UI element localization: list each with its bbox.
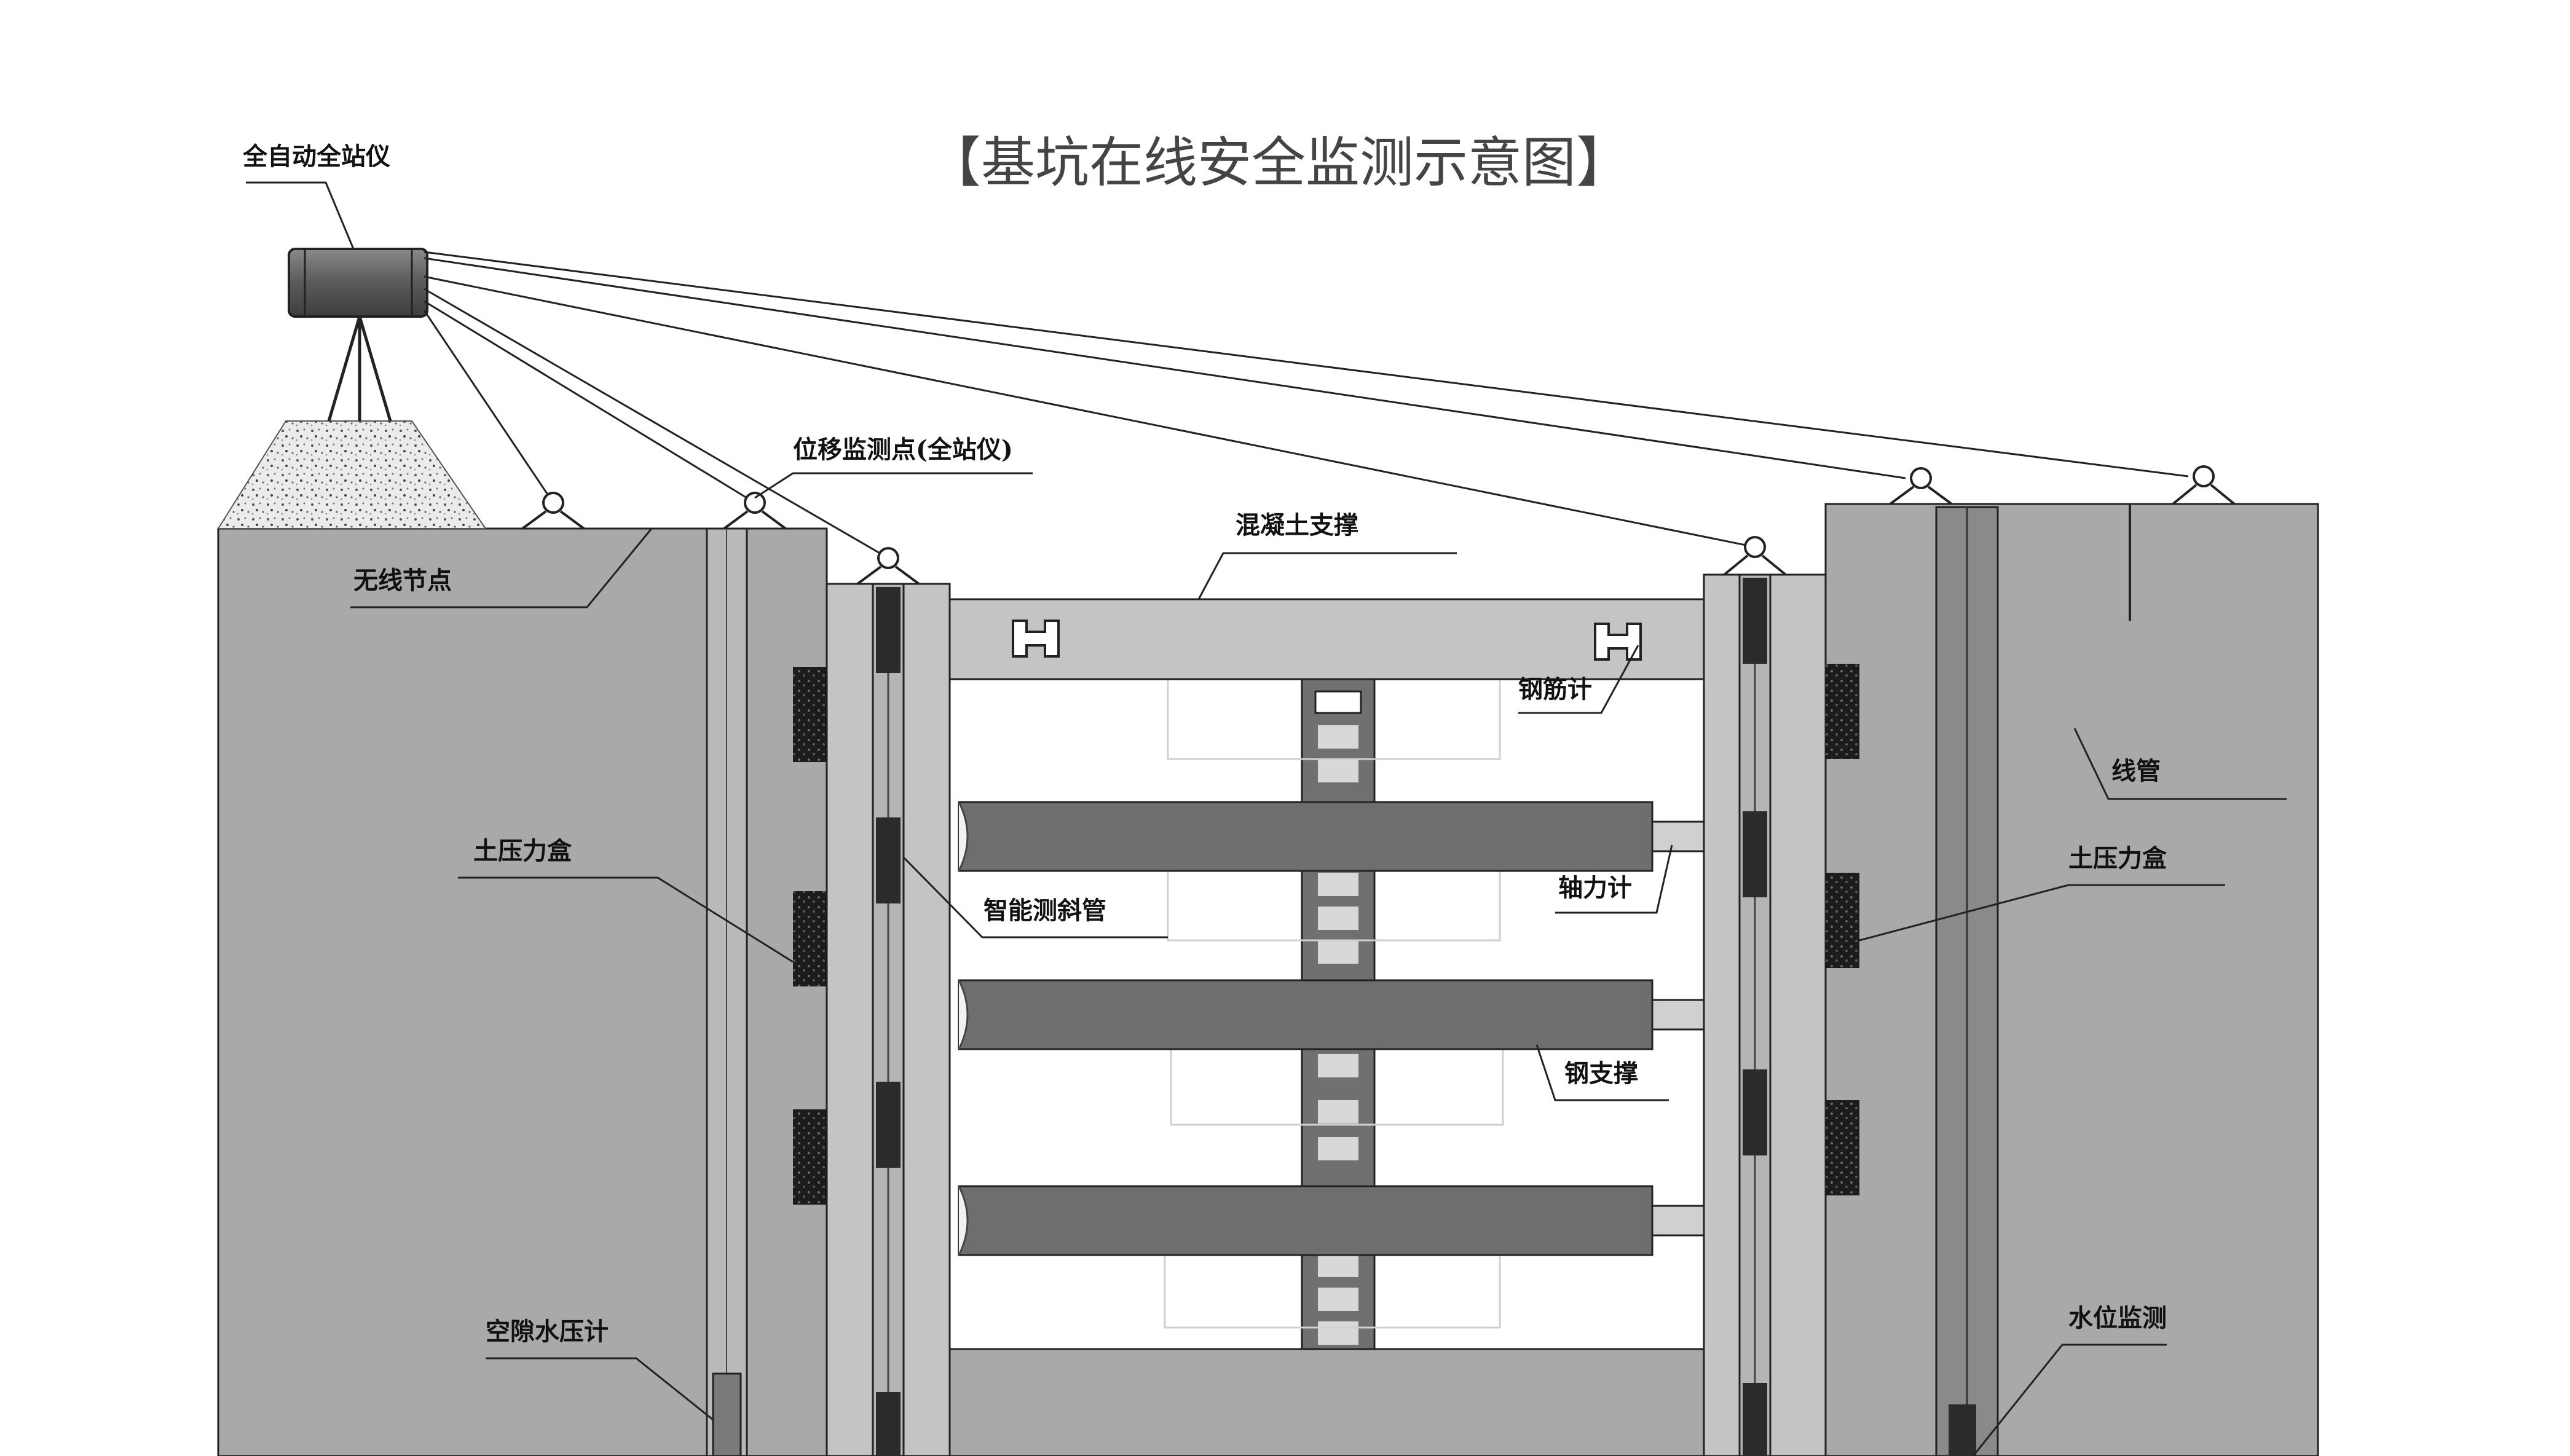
displacement-point-5 xyxy=(1889,467,1953,505)
label-total-station: 全自动全站仪 xyxy=(242,142,390,171)
label-wire-pipe: 线管 xyxy=(2111,757,2161,785)
rebar-meter-left xyxy=(1012,620,1060,658)
displacement-point-2 xyxy=(723,492,787,530)
sight-lines xyxy=(423,251,2189,559)
steel-support-2 xyxy=(958,979,1705,1050)
gravel-mound xyxy=(217,420,487,529)
total-station xyxy=(288,248,428,318)
displacement-point-4 xyxy=(1723,536,1787,576)
concrete-support xyxy=(948,598,1705,680)
steel-support-1 xyxy=(958,801,1705,872)
label-axial-force: 轴力计 xyxy=(1558,873,1632,902)
displacement-point-3 xyxy=(856,547,920,585)
inclinometer-tube-right xyxy=(1738,573,1772,1456)
inclinometer-tube-left xyxy=(872,583,905,1456)
displacement-point-6 xyxy=(2172,465,2236,505)
label-displacement-point: 位移监测点(全站仪) xyxy=(793,435,1013,464)
label-wireless-node: 无线节点 xyxy=(353,566,452,595)
label-rebar-meter: 钢筋计 xyxy=(1518,675,1592,704)
label-inclinometer: 智能测斜管 xyxy=(983,896,1106,925)
label-water-level: 水位监测 xyxy=(2068,1304,2167,1332)
rebar-meter-right xyxy=(1594,623,1642,661)
water-level-pipe xyxy=(1935,506,1999,1456)
steel-support-3 xyxy=(958,1185,1705,1256)
label-earth-pressure-left: 土压力盒 xyxy=(473,836,572,865)
right-soil xyxy=(1824,503,2319,1456)
label-steel-support: 钢支撑 xyxy=(1564,1059,1638,1088)
leader-lines xyxy=(246,181,2287,1456)
tripod xyxy=(327,316,392,422)
diagram-title: 【基坑在线安全监测示意图】 xyxy=(927,131,1630,194)
pore-pressure-pipe xyxy=(706,527,748,1456)
displacement-point-1 xyxy=(521,492,585,530)
earth-pressure-cells-left xyxy=(793,667,827,1205)
label-concrete-support: 混凝土支撑 xyxy=(1236,511,1358,540)
pit-bottom-soil xyxy=(826,1348,1827,1456)
label-earth-pressure-right: 土压力盒 xyxy=(2068,844,2167,873)
earth-pressure-cells-right xyxy=(1826,664,1859,1195)
label-pore-pressure: 空隙水压计 xyxy=(486,1317,609,1346)
